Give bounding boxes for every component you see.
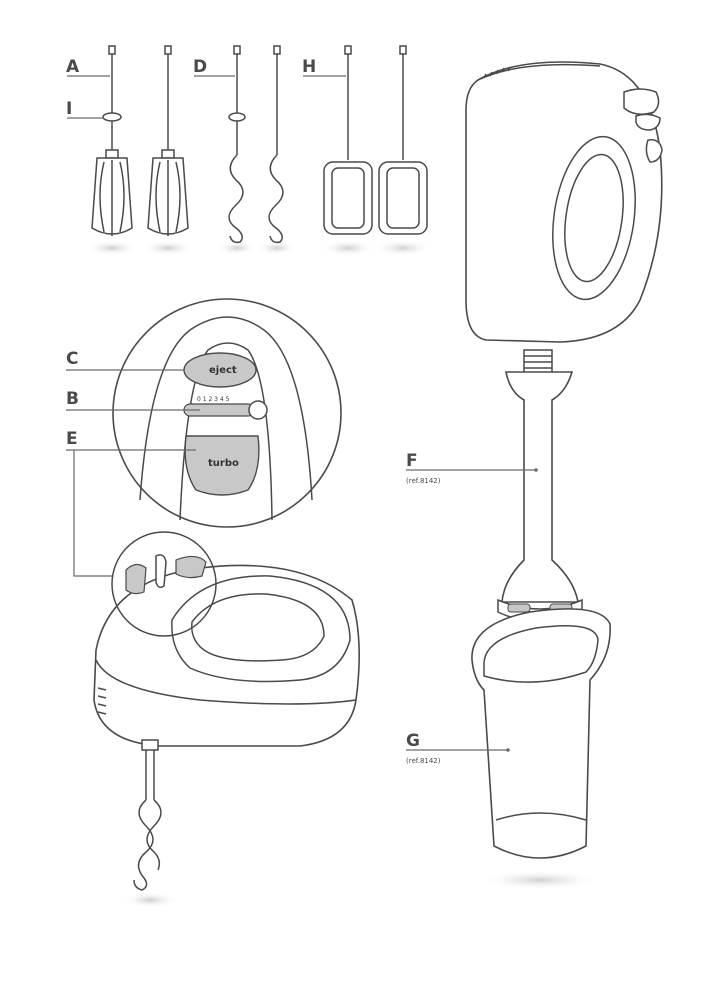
label-F: F [406,451,418,471]
label-G: G [406,731,420,751]
beater-pair-A [86,46,194,256]
label-I: I [66,99,72,119]
label-H: H [302,57,316,77]
callout-D: D [193,57,235,77]
whisk-pair-H [320,46,431,256]
callout-A: A [66,57,110,77]
speed-knob [249,401,267,419]
dough-hook-pair-D [217,46,297,255]
blender-wand-F [498,350,582,622]
label-D: D [193,57,207,77]
speed-scale: 0 1 2 3 4 5 [197,396,230,403]
label-B: B [66,389,79,409]
callout-I: I [66,99,104,119]
eject-label: eject [209,365,237,376]
motor-unit-top-right [466,62,662,342]
ref-G: (ref.8142) [406,757,441,765]
control-panel-zoom: eject 0 1 2 3 4 5 turbo [113,299,341,527]
label-C: C [66,349,78,369]
callout-F: F (ref.8142) [406,451,538,485]
ref-F: (ref.8142) [406,477,441,485]
callout-H: H [302,57,346,77]
turbo-label: turbo [208,458,239,469]
hand-mixer-body [94,532,359,908]
label-A: A [66,57,80,77]
label-E: E [66,429,78,449]
